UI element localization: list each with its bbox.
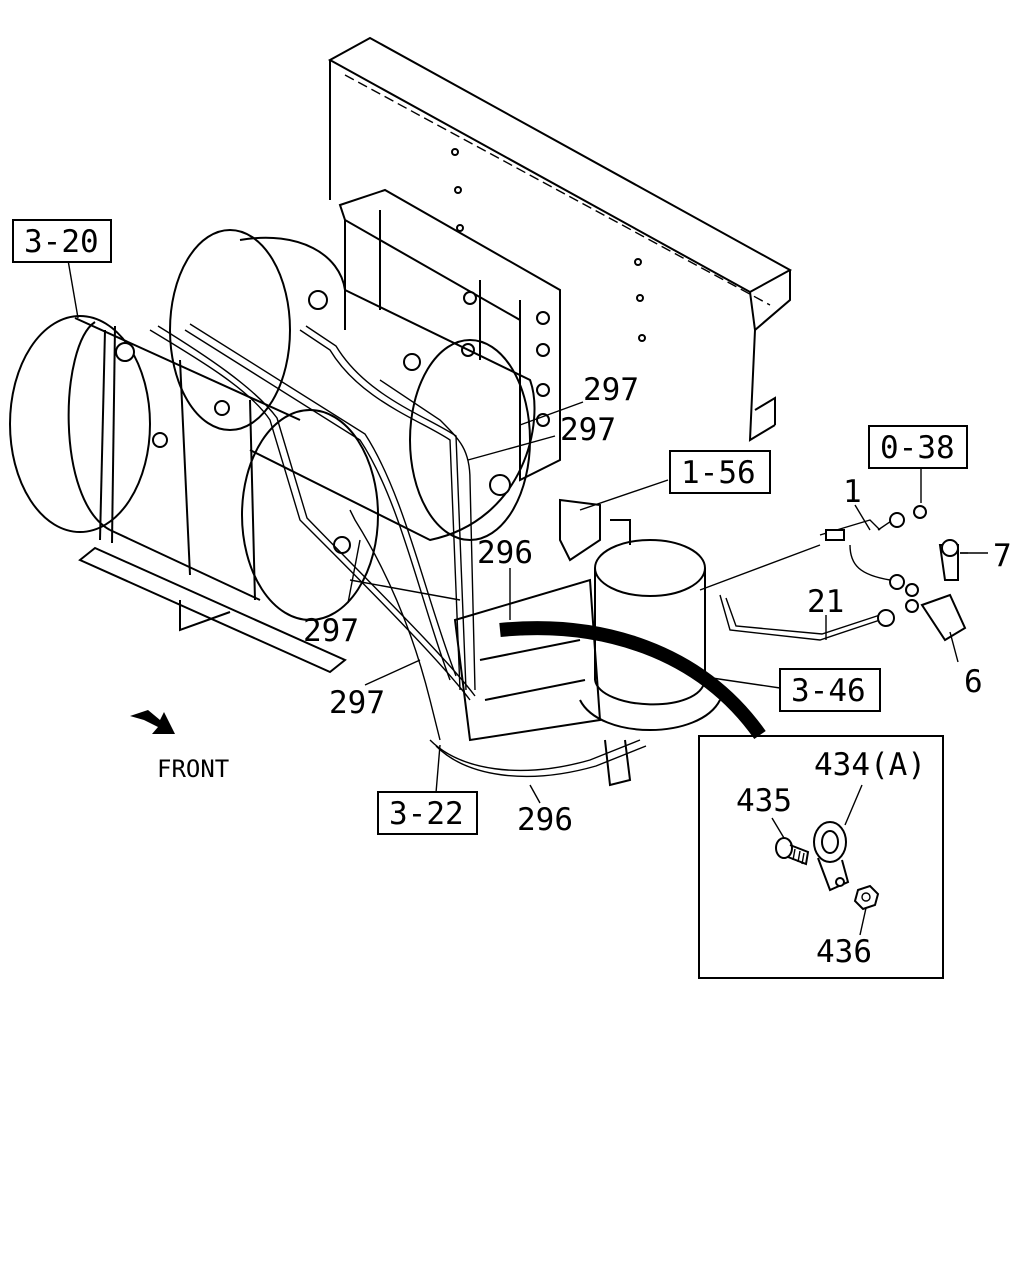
ref-label-0-38: 0-38 xyxy=(880,430,955,466)
front-label: FRONT xyxy=(157,755,229,783)
detail-label-436: 436 xyxy=(816,934,872,970)
ref-box-1-56: 1-56 xyxy=(669,450,771,494)
air-dryer-assembly xyxy=(453,498,766,787)
part-label-297-a: 297 xyxy=(583,372,639,408)
part-label-297-c: 297 xyxy=(303,613,359,649)
detail-label-434a: 434(A) xyxy=(814,747,926,783)
part-label-7: 7 xyxy=(993,538,1012,574)
ref-box-3-20: 3-20 xyxy=(12,219,112,263)
detail-label-435: 435 xyxy=(736,783,792,819)
air-tanks xyxy=(9,229,536,674)
tank-bracket xyxy=(338,188,561,482)
front-arrow-icon xyxy=(130,710,175,734)
part-label-297-b: 297 xyxy=(560,412,616,448)
part-label-6: 6 xyxy=(964,664,983,700)
ref-box-3-46: 3-46 xyxy=(779,668,881,712)
ref-label-3-20: 3-20 xyxy=(24,224,99,260)
ref-label-3-22: 3-22 xyxy=(389,796,464,832)
air-lines xyxy=(149,323,647,778)
part-label-296-a: 296 xyxy=(477,535,533,571)
detail-inset: 434(A) 435 436 xyxy=(698,735,944,979)
bolt-435-icon xyxy=(775,837,810,866)
leader-lines xyxy=(67,259,968,804)
part-label-297-d: 297 xyxy=(329,685,385,721)
ref-label-1-56: 1-56 xyxy=(681,455,756,491)
sensor-harness xyxy=(699,505,967,642)
ref-box-0-38: 0-38 xyxy=(868,425,968,469)
frame-rail xyxy=(327,36,793,442)
nut-436-icon xyxy=(853,884,880,911)
ref-box-3-22: 3-22 xyxy=(377,791,478,835)
part-label-21: 21 xyxy=(807,584,844,620)
ref-label-3-46: 3-46 xyxy=(791,673,866,709)
part-label-296-b: 296 xyxy=(517,802,573,838)
clip-434a-icon xyxy=(813,821,850,892)
part-label-1: 1 xyxy=(843,474,862,510)
